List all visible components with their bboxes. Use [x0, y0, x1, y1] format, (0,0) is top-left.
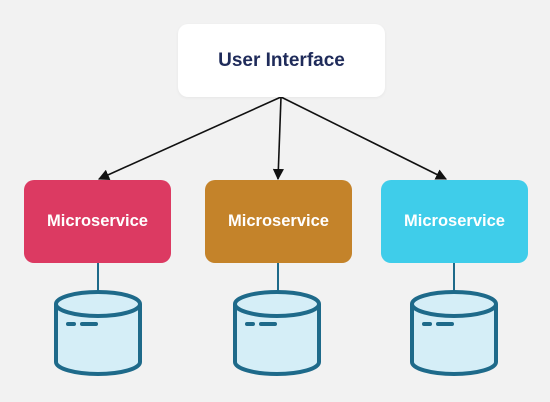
microservice-label: Microservice: [404, 212, 505, 230]
microservice-node-1: Microservice: [24, 180, 171, 263]
microservice-label: Microservice: [47, 212, 148, 230]
user-interface-node: User Interface: [178, 24, 385, 97]
microservice-node-2: Microservice: [205, 180, 352, 263]
user-interface-label: User Interface: [218, 49, 345, 71]
database-icon: [233, 290, 321, 376]
microservice-label: Microservice: [228, 212, 329, 230]
arrow-to-microservice-1: [97, 96, 282, 180]
database-icon: [54, 290, 142, 376]
database-icon: [410, 290, 498, 376]
microservice-node-3: Microservice: [381, 180, 528, 263]
arrow-to-microservice-3: [280, 96, 448, 180]
arrow-to-microservice-2: [272, 96, 284, 181]
